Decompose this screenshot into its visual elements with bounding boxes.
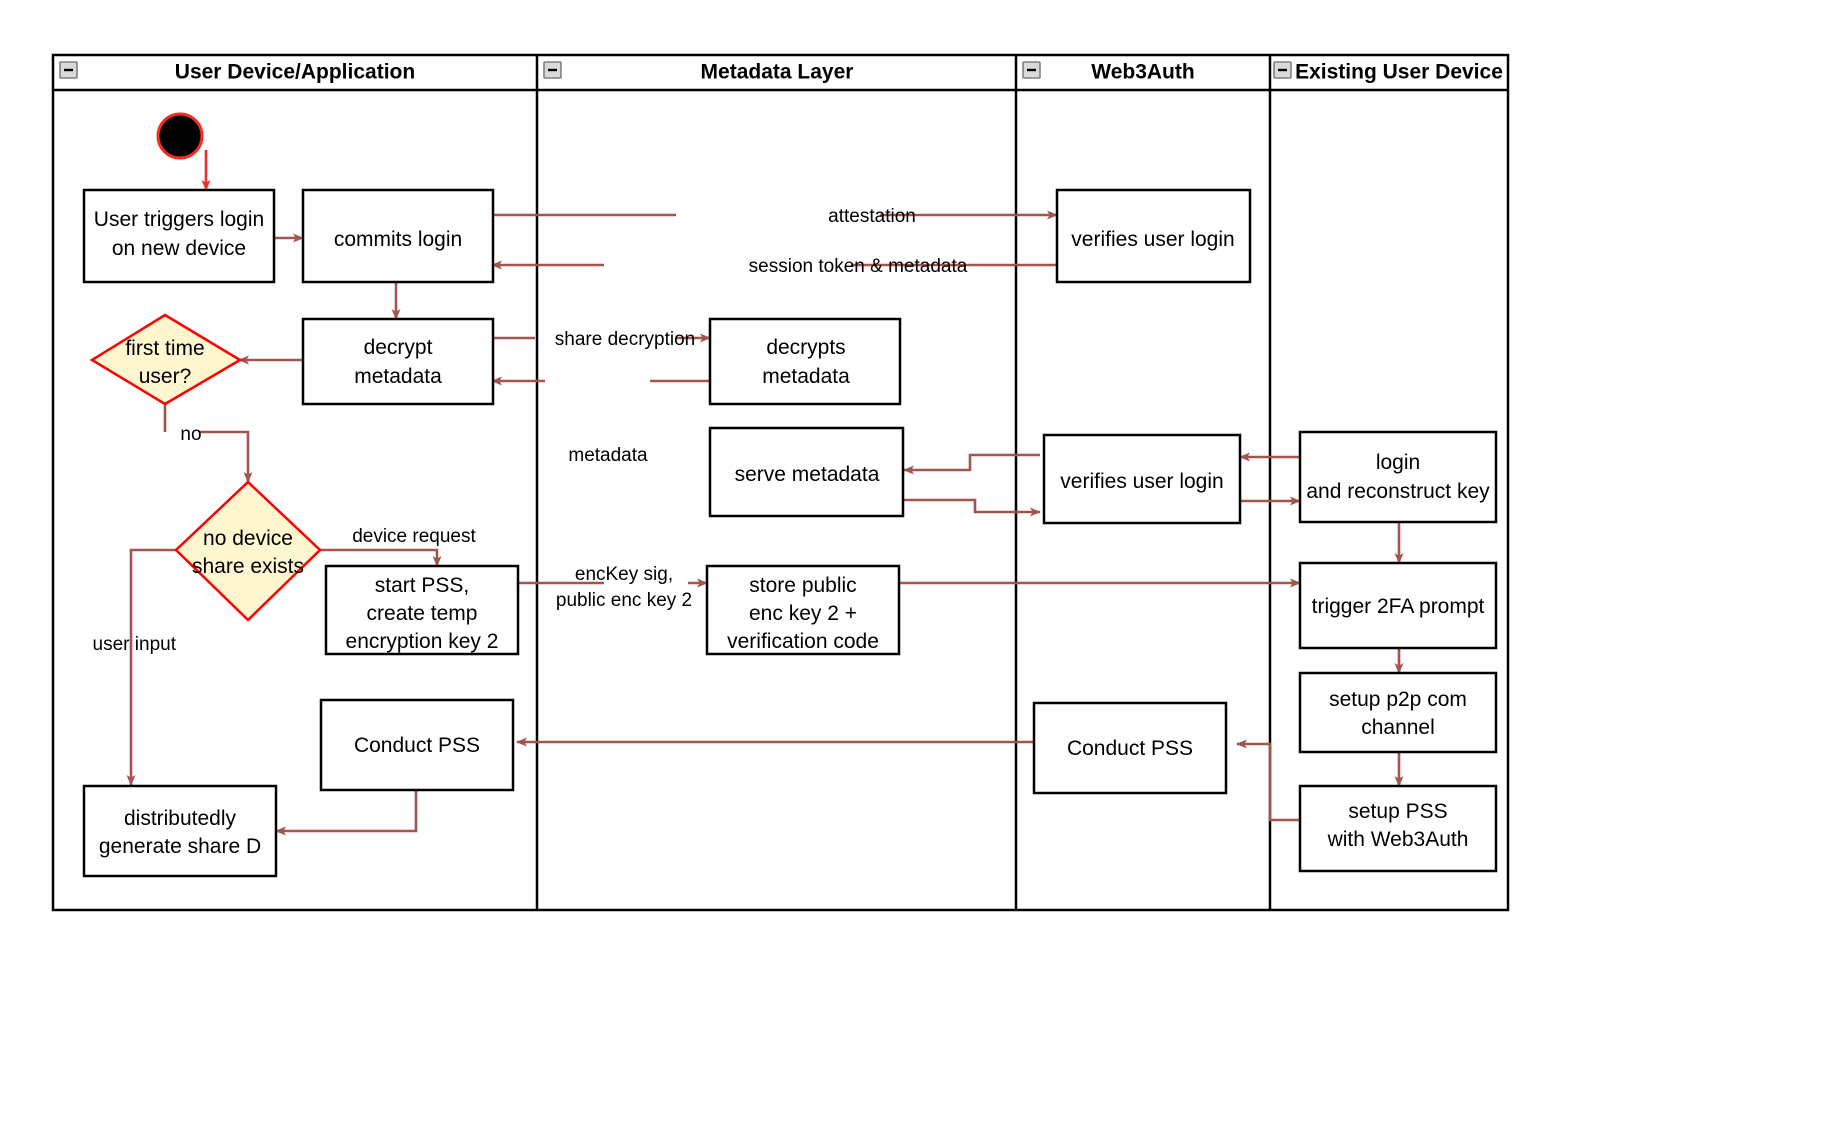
node-start-pss[interactable]: start PSS, create temp encryption key 2 (324, 564, 520, 656)
node-store-public-enc-key-line2: enc key 2 + (749, 602, 857, 625)
node-decrypt-metadata-line2: metadata (354, 365, 442, 388)
node-store-public-enc-key[interactable]: store public enc key 2 + verification co… (705, 564, 901, 656)
node-verifies-user-login-2[interactable]: verifies user login (1042, 433, 1242, 525)
node-user-triggers-login-line2: on new device (112, 237, 246, 260)
edge-label-device-request: device request (352, 526, 476, 547)
node-start-pss-line2: create temp (367, 602, 478, 625)
node-commits-login[interactable]: commits login (301, 188, 495, 284)
node-store-public-enc-key-line3: verification code (727, 630, 879, 653)
node-user-triggers-login[interactable]: User triggers login on new device (82, 188, 276, 284)
node-generate-share-d-line1: distributedly (124, 807, 237, 830)
edge-label-enckey-line2: public enc key 2 (556, 590, 692, 611)
node-conduct-pss-right[interactable]: Conduct PSS (1032, 701, 1228, 795)
node-decrypts-metadata[interactable]: decrypts metadata (708, 317, 902, 406)
node-setup-pss-web3auth-line2: with Web3Auth (1327, 828, 1469, 851)
collapse-minus-icon-existing-device[interactable] (1273, 61, 1292, 79)
node-start-pss-line3: encryption key 2 (346, 630, 499, 653)
lane-title-user-device: User Device/Application (175, 61, 415, 84)
lane-header-metadata[interactable]: Metadata Layer (543, 61, 854, 84)
edge-setup-pss-to-conduct-pss-right (1236, 739, 1300, 822)
start-node (156, 112, 204, 160)
edge-serve-metadata-to-verifies (904, 498, 1041, 517)
node-setup-pss-web3auth-line1: setup PSS (1348, 800, 1447, 823)
edge-user-input (126, 548, 176, 786)
node-no-device-share-line1: no device (203, 527, 293, 550)
node-serve-metadata[interactable]: serve metadata (708, 426, 905, 518)
node-login-reconstruct-key-line1: login (1376, 451, 1420, 474)
node-first-time-user-decision[interactable]: first time user? (89, 313, 243, 406)
node-start-pss-line1: start PSS, (375, 574, 470, 597)
node-commits-login-label: commits login (334, 228, 462, 251)
lane-header-existing-device[interactable]: Existing User Device (1273, 61, 1503, 84)
node-no-device-share-decision[interactable]: no device share exists (174, 480, 322, 622)
node-first-time-user-line2: user? (139, 365, 192, 388)
node-conduct-pss-left-label: Conduct PSS (354, 734, 480, 757)
edge-label-metadata: metadata (568, 445, 648, 466)
lane-title-existing-device: Existing User Device (1295, 61, 1503, 84)
node-setup-p2p[interactable]: setup p2p com channel (1298, 671, 1498, 754)
node-user-triggers-login-line1: User triggers login (94, 208, 264, 231)
edge-device-request (320, 548, 442, 567)
edge-label-attestation: attestation (828, 206, 916, 227)
edge-label-enckey-line1: encKey sig, (575, 564, 673, 585)
edge-label-user-input: user input (93, 634, 177, 655)
edge-label-session-token: session token & metadata (749, 256, 968, 277)
node-conduct-pss-left[interactable]: Conduct PSS (319, 698, 515, 792)
node-serve-metadata-label: serve metadata (735, 463, 880, 486)
lane-title-metadata: Metadata Layer (701, 61, 854, 84)
node-trigger-2fa-label: trigger 2FA prompt (1312, 595, 1485, 618)
edge-labels-layer: attestation session token & metadata sha… (93, 206, 968, 655)
node-conduct-pss-right-label: Conduct PSS (1067, 737, 1193, 760)
edge-label-no: no (180, 424, 201, 445)
node-verifies-user-login-1[interactable]: verifies user login (1055, 188, 1252, 284)
node-setup-p2p-line2: channel (1361, 716, 1435, 739)
node-store-public-enc-key-line1: store public (749, 574, 856, 597)
node-setup-p2p-line1: setup p2p com (1329, 688, 1467, 711)
node-decrypts-metadata-line2: metadata (762, 365, 850, 388)
lane-title-web3auth: Web3Auth (1091, 61, 1194, 84)
node-first-time-user-line1: first time (125, 337, 204, 360)
edge-no-b (199, 430, 253, 483)
node-verifies-user-login-2-label: verifies user login (1060, 470, 1223, 493)
node-decrypts-metadata-line1: decrypts (766, 336, 845, 359)
edge-conduct-pss-to-generate-share-d (275, 790, 418, 836)
node-setup-pss-web3auth[interactable]: setup PSS with Web3Auth (1298, 784, 1498, 873)
node-verifies-user-login-1-label: verifies user login (1071, 228, 1234, 251)
edge-label-share-decryption: share decryption (555, 329, 695, 350)
node-decrypt-metadata[interactable]: decrypt metadata (301, 317, 495, 406)
node-generate-share-d-line2: generate share D (99, 835, 261, 858)
lane-header-web3auth[interactable]: Web3Auth (1022, 61, 1195, 84)
node-login-reconstruct-key-line2: and reconstruct key (1306, 480, 1490, 503)
node-no-device-share-line2: share exists (192, 555, 304, 578)
node-trigger-2fa[interactable]: trigger 2FA prompt (1298, 561, 1498, 650)
node-decrypt-metadata-line1: decrypt (364, 336, 433, 359)
node-login-reconstruct-key[interactable]: login and reconstruct key (1298, 430, 1498, 524)
edges-layer (126, 150, 1404, 836)
collapse-minus-icon-metadata[interactable] (543, 61, 562, 79)
node-distributedly-generate-share-d[interactable]: distributedly generate share D (82, 784, 278, 878)
collapse-minus-icon-user-device[interactable] (59, 61, 78, 79)
lane-header-user-device[interactable]: User Device/Application (59, 61, 415, 84)
collapse-minus-icon-web3auth[interactable] (1022, 61, 1041, 79)
edge-verifies-to-serve-metadata (903, 453, 1040, 475)
